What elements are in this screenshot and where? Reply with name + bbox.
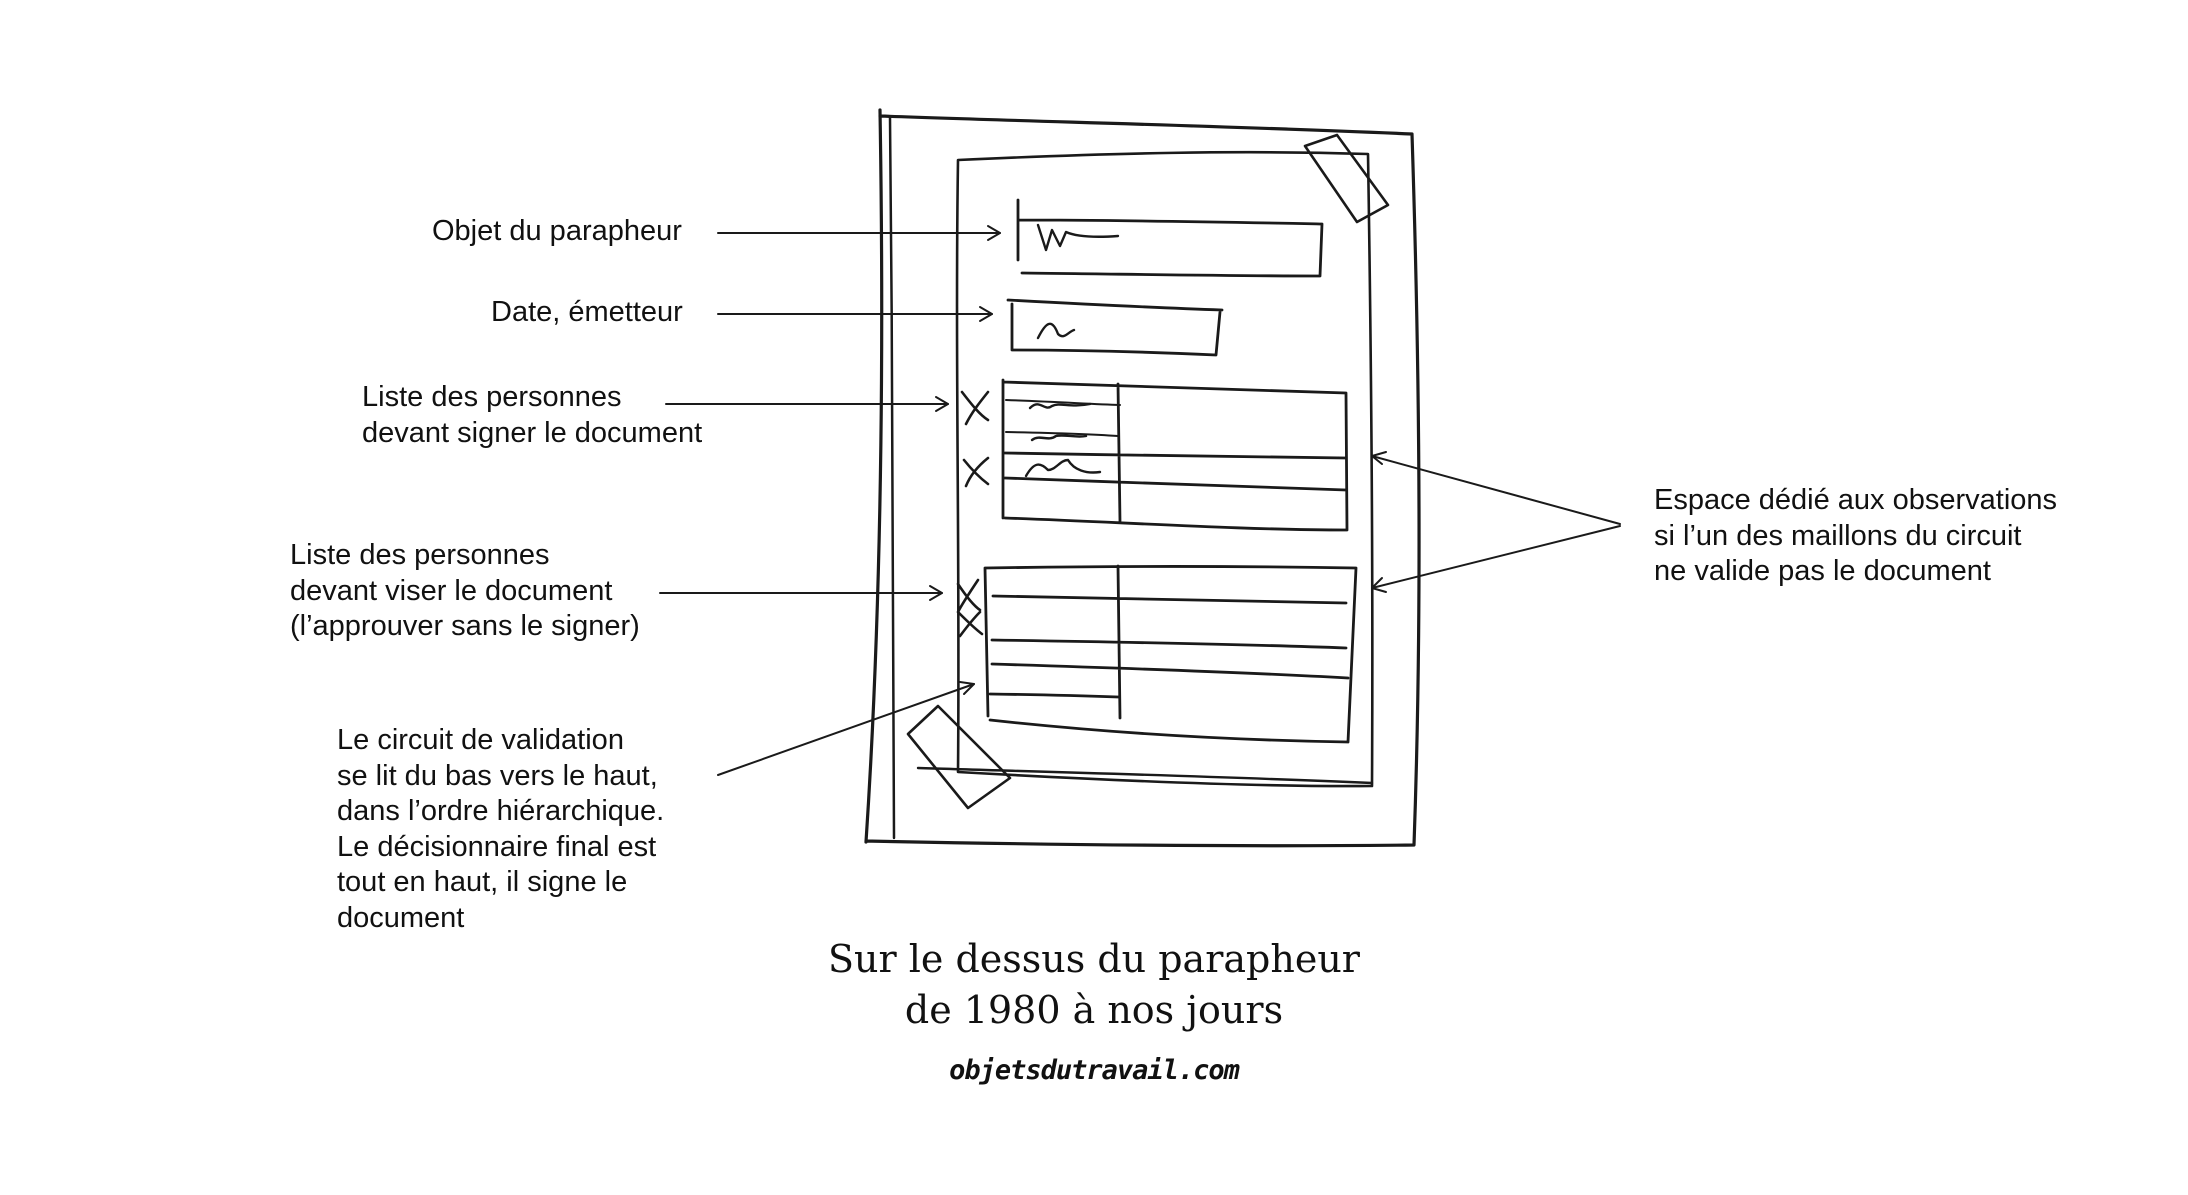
folder-spine [888, 116, 896, 840]
annotation-arrows [659, 225, 1621, 776]
annotation-signataires: Liste des personnes devant signer le doc… [362, 381, 703, 449]
date-box [1006, 298, 1224, 357]
bottom-line [916, 766, 1374, 785]
caption: Sur le dessus du parapheur de 1980 à nos… [828, 937, 1360, 1032]
annotation-observations: Espace dédié aux observations si l’un de… [1654, 484, 2058, 587]
signers-row-line-1 [1005, 399, 1121, 437]
signer-mark-x-2 [962, 456, 990, 488]
visa-mark-x [956, 578, 984, 638]
annotation-viseurs: Liste des personnes devant viser le docu… [290, 539, 640, 642]
folder-outer [864, 108, 1421, 848]
signer-scribble-3 [1024, 458, 1102, 478]
title-scribble [1036, 223, 1120, 252]
title-box [1016, 198, 1324, 278]
annotation-circuit: Le circuit de validation se lit du bas v… [337, 724, 665, 934]
visa-table [983, 564, 1358, 744]
site-logo: objetsdutravail.com [949, 1055, 1240, 1086]
annotation-objet: Objet du parapheur [432, 215, 682, 247]
annotation-date: Date, émetteur [491, 296, 683, 328]
signer-scribble-1 [1028, 402, 1092, 410]
signers-table [1001, 378, 1349, 532]
signer-scribble-2 [1030, 434, 1088, 442]
tape-bottom-left [906, 704, 1012, 810]
date-scribble [1036, 322, 1076, 340]
cover-inner [955, 150, 1374, 788]
signer-mark-x-1 [960, 390, 990, 426]
tape-top-right [1303, 133, 1390, 224]
